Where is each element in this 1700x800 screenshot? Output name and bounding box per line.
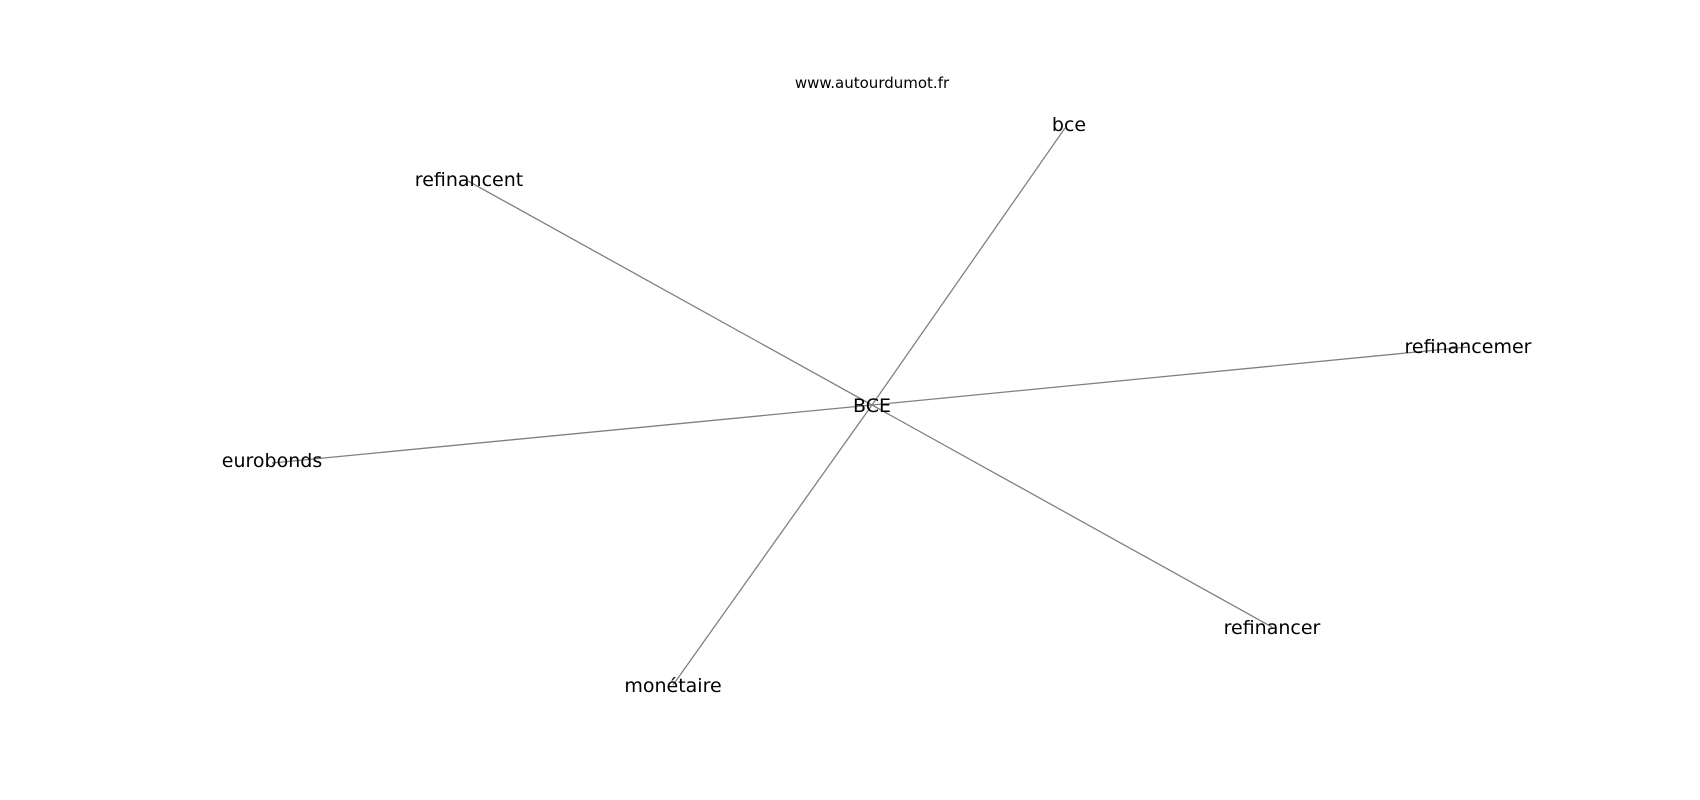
edge-refinancent <box>467 180 873 406</box>
node-refinancemer[interactable]: refinancemer <box>1405 336 1532 358</box>
nodes: BCE bce refinancent refinancemer eurobon… <box>222 114 1532 697</box>
node-refinancent[interactable]: refinancent <box>415 169 523 191</box>
node-center-bce[interactable]: BCE <box>853 395 891 417</box>
edge-eurobonds <box>271 404 873 464</box>
edge-bce <box>871 127 1066 406</box>
edge-refinancer <box>871 404 1273 628</box>
edge-refinancemer <box>871 346 1469 406</box>
node-refinancer[interactable]: refinancer <box>1224 617 1321 639</box>
site-watermark: www.autourdumot.fr <box>795 74 950 92</box>
node-monetaire[interactable]: monétaire <box>624 675 721 697</box>
edge-monetaire <box>672 404 873 686</box>
edges <box>271 127 1469 686</box>
node-eurobonds[interactable]: eurobonds <box>222 450 322 472</box>
node-bce[interactable]: bce <box>1052 114 1086 136</box>
